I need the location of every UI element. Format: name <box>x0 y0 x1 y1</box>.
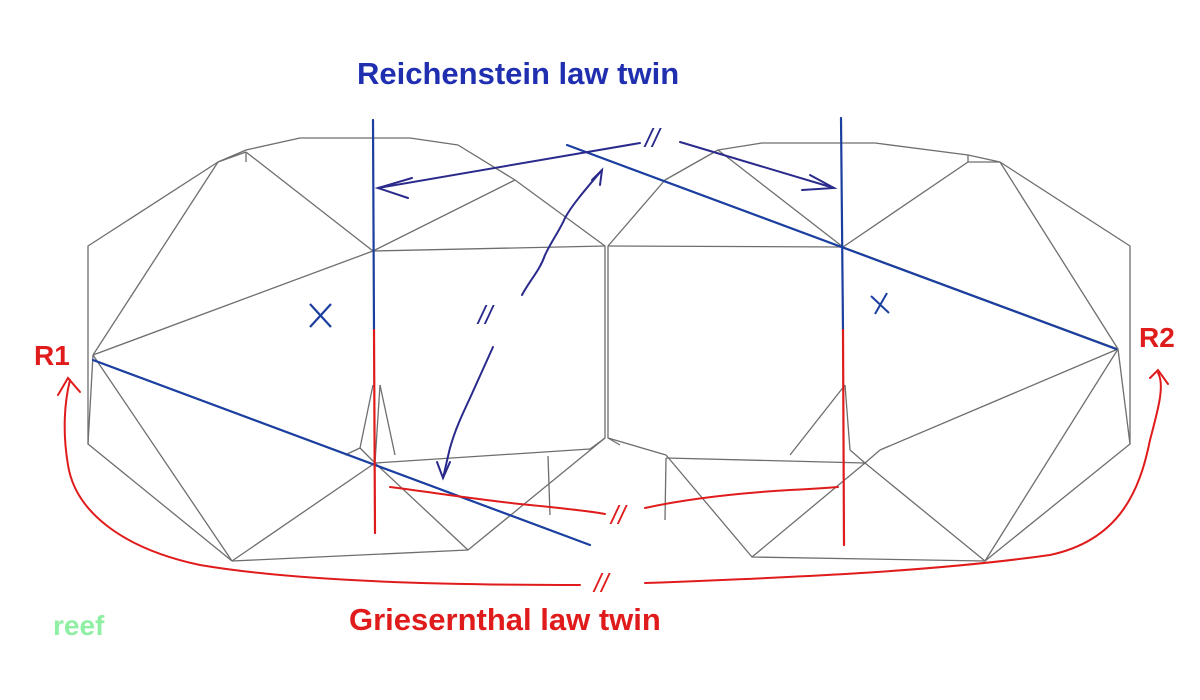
connector-right-horizontal <box>644 486 839 509</box>
x-mark-icon <box>309 303 332 328</box>
left-vertical-axis-red <box>372 328 377 535</box>
reichenstein-label: Reichenstein law twin <box>357 56 680 91</box>
curve-to-r2 <box>644 372 1162 584</box>
arrowhead-icon <box>436 461 451 481</box>
r2-label: R2 <box>1139 322 1175 353</box>
right-crystal-outline <box>607 142 1131 562</box>
right-vertical-axis-blue <box>839 116 845 332</box>
reichenstein-axes <box>91 116 1118 547</box>
griesernthal-label: Griesernthal law twin <box>349 602 661 637</box>
x-mark-icon <box>870 292 890 315</box>
wavy-arrow-upper <box>521 169 603 296</box>
right-vertical-axis-red <box>841 328 846 547</box>
arrowhead-icon <box>591 167 604 186</box>
arrowhead-icon <box>801 174 838 191</box>
arrowhead-icon <box>374 177 413 199</box>
arrow-to-right-axis <box>679 141 835 189</box>
curve-to-r1 <box>63 379 581 586</box>
connector-left-horizontal <box>389 486 606 515</box>
parallel-mark-middle: // <box>478 300 493 330</box>
reichenstein-annotation-arrows <box>374 141 838 481</box>
arrow-to-left-axis <box>377 142 641 189</box>
griesernthal-axes <box>372 328 846 547</box>
left-diagonal-axis <box>91 358 592 547</box>
griesernthal-annotation-curves <box>57 368 1169 586</box>
arrowhead-icon <box>1149 368 1169 385</box>
parallel-mark-bottom-red: // <box>594 568 609 598</box>
parallel-mark-lower-red: // <box>611 500 626 530</box>
arrowhead-icon <box>57 376 81 396</box>
watermark-text: reef <box>53 610 105 641</box>
r1-label: R1 <box>34 340 70 371</box>
left-vertical-axis-blue <box>371 118 376 332</box>
left-crystal-outline <box>87 137 606 562</box>
parallel-mark-top: // <box>645 123 660 153</box>
wavy-arrow-lower <box>442 346 494 479</box>
right-diagonal-axis <box>565 143 1118 351</box>
